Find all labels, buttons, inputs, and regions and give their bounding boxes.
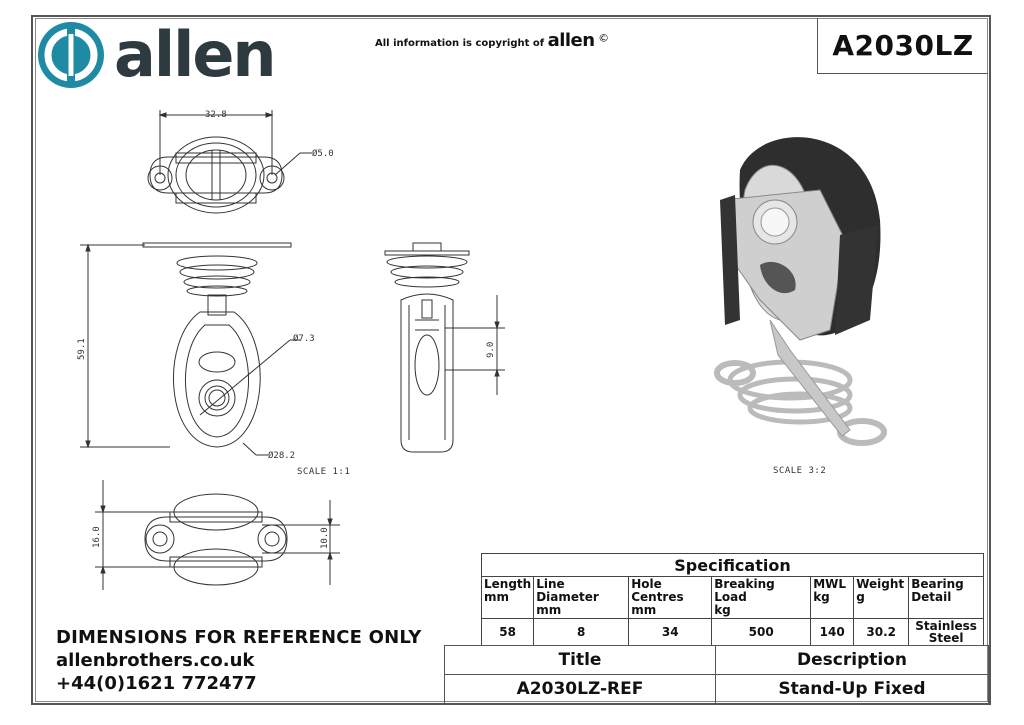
title-label: Title bbox=[444, 645, 716, 675]
dim-side: 9.0 bbox=[486, 342, 496, 358]
website: allenbrothers.co.uk bbox=[56, 650, 255, 671]
copyright-prefix: All information is copyright of bbox=[375, 38, 545, 49]
description-label: Description bbox=[715, 645, 989, 675]
reference-notes: DIMENSIONS FOR REFERENCE ONLY allenbroth… bbox=[56, 626, 422, 695]
copyright-brand: allen bbox=[547, 30, 596, 51]
spec-value-breaking-load: 500 bbox=[711, 618, 812, 646]
scale-right: SCALE 3:2 bbox=[773, 466, 827, 476]
side-view-drawing bbox=[384, 242, 505, 453]
spec-value-hole-centres: 34 bbox=[628, 618, 713, 646]
phone: +44(0)1621 772477 bbox=[56, 673, 257, 694]
block-3d-render bbox=[714, 137, 887, 446]
spec-value-mwl: 140 bbox=[810, 618, 855, 646]
dim-sheave-dia: Ø28.2 bbox=[268, 450, 295, 461]
dim-width-top: 32.8 bbox=[205, 110, 227, 120]
part-number-box: A2030LZ bbox=[817, 18, 988, 74]
part-number: A2030LZ bbox=[832, 29, 974, 62]
spec-value-weight: 30.2 bbox=[853, 618, 910, 646]
allen-logo: allen bbox=[36, 18, 277, 91]
dim-bearing-dia: Ø7.3 bbox=[293, 333, 315, 344]
spec-caption: Specification bbox=[481, 553, 984, 577]
title-block: Title Description A2030LZ-REF Stand-Up F… bbox=[444, 645, 989, 704]
description-value: Stand-Up Fixed bbox=[715, 674, 989, 704]
spec-value-length: 58 bbox=[480, 618, 535, 646]
dim-bottom-right: 10.0 bbox=[320, 527, 330, 549]
allen-logo-icon bbox=[38, 22, 104, 88]
spec-value-line-diameter: 8 bbox=[533, 618, 630, 646]
front-view-drawing bbox=[80, 242, 300, 456]
copyright-symbol: © bbox=[598, 31, 610, 45]
copyright-notice: All information is copyright of allen © bbox=[375, 30, 609, 51]
top-view-drawing bbox=[147, 110, 312, 214]
reference-note: DIMENSIONS FOR REFERENCE ONLY bbox=[56, 627, 422, 648]
allen-logo-word: allen bbox=[114, 18, 277, 91]
scale-left: SCALE 1:1 bbox=[297, 467, 351, 477]
title-value: A2030LZ-REF bbox=[444, 674, 716, 704]
dim-hole-dia: Ø5.0 bbox=[312, 148, 334, 159]
dim-height: 59.1 bbox=[77, 338, 87, 360]
dim-bottom-left: 16.0 bbox=[92, 526, 102, 548]
bottom-view-drawing bbox=[95, 480, 340, 590]
drawing-frame bbox=[31, 15, 991, 705]
